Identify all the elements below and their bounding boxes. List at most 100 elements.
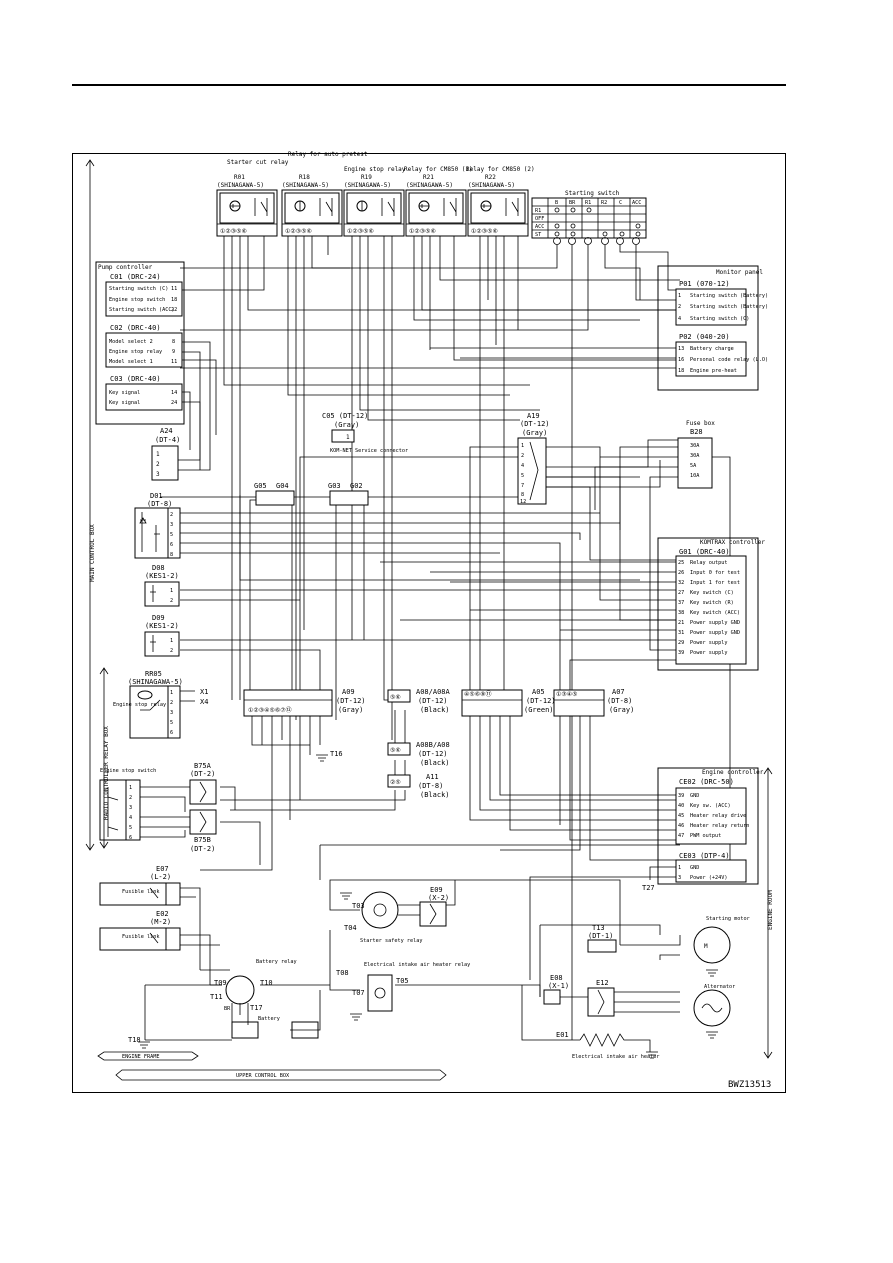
ce02-pin-label: Key sw. (ACC) (690, 803, 731, 809)
a05-color: (Green) (524, 706, 554, 714)
c02-id: C02 (DRC-40) (110, 324, 161, 332)
wire-harness (140, 236, 731, 1052)
diode-d09: D09 (KES1-2) 1 2 (144, 614, 180, 657)
c01-pin-label: Engine stop switch (109, 297, 165, 303)
ground-symbols (138, 754, 718, 1059)
komtrax-pin-label: Input 0 for test (690, 570, 740, 576)
ess-pin: 2 (129, 795, 132, 801)
komtrax-pin-num: 25 (678, 560, 684, 566)
b75b-id: B75B (194, 836, 211, 844)
starting-switch: Starting switch B BR R1 R2 C ACC R1 OFF … (531, 190, 647, 245)
d08-pin: 1 (170, 588, 173, 594)
col-acc: ACC (632, 200, 641, 206)
c02-pin-num: 8 (172, 339, 175, 345)
connector-a19: A19 (DT-12) (Gray) 1 2 4 5 7 8 12 (517, 412, 550, 505)
rr05-pin: 1 (170, 690, 173, 696)
p02-pin-label: Personal code relay (L.O) (690, 357, 768, 363)
fuse: 30A (690, 453, 700, 459)
col-r2: R2 (601, 200, 607, 206)
ce02-id: CE02 (DRC-50) (679, 778, 734, 786)
t10-label: T11 (210, 993, 223, 1001)
a09-pins: ①②③④⑤⑥⑦⑫ (248, 706, 292, 714)
b75a-id: B75A (194, 762, 212, 770)
fuse: 5A (690, 463, 697, 469)
connector-a07: ①③④⑤ A07 (DT-8) (Gray) (553, 688, 634, 717)
relay-r21: Relay for CM850 (1) R21 (SHINAGAWA-5) ①②… (404, 166, 473, 237)
komtrax-pin-label: Key switch (R) (690, 600, 734, 606)
d08-id: D08 (152, 564, 165, 572)
komtrax-pin-num: 27 (678, 590, 684, 596)
ess-pin: 5 (129, 825, 132, 831)
komtrax-pin-label: Key switch (ACC) (690, 610, 740, 616)
monitor-panel: Monitor panel P01 (070-12) 1 2 4 Startin… (657, 265, 768, 391)
relay-pins: ①②③⑤⑥ (409, 228, 436, 235)
komtrax-pin-label: Power supply (690, 640, 727, 646)
col-c: C (619, 200, 622, 206)
pump-controller-title: Pump controller (98, 264, 153, 271)
p02-id: P02 (040-20) (679, 333, 730, 341)
a08-type: (DT-12) (418, 697, 448, 705)
relay-id: R01 (234, 174, 245, 181)
d09-pin: 2 (170, 648, 173, 654)
row-off: OFF (535, 216, 544, 222)
relay-type: (SHINAGAWA-5) (344, 182, 391, 189)
c01-id: C01 (DRC-24) (110, 273, 161, 281)
ce03-pin-label: GND (690, 865, 699, 871)
ess-pin: 6 (129, 835, 132, 841)
ce03-pin-num: 1 (678, 865, 681, 871)
komtrax-pin-label: Relay output (690, 560, 727, 566)
p02-pin-label: Engine pre-heat (690, 368, 737, 374)
relay-id: R18 (299, 174, 310, 181)
col-b: B (555, 200, 558, 206)
ce02-pin-label: Heater relay drive (690, 813, 746, 819)
p01-pin-label: Starting switch (Battery) (690, 293, 768, 299)
d09-type: (KES1-2) (145, 622, 179, 630)
rr05-pin: 3 (170, 710, 173, 716)
starting-motor: Starting motor M (693, 916, 750, 964)
alternator-label: Alternator (704, 984, 735, 990)
relay-r19: Engine stop relay R19 (SHINAGAWA-5) ①②③⑤… (343, 166, 406, 237)
a09-color: (Gray) (338, 706, 363, 714)
engine-controller-title: Engine controller (702, 769, 764, 776)
relay-label: Relay for CM850 (1) (404, 166, 473, 173)
a24-pin: 1 (156, 451, 160, 458)
intake-heater: E01 Electrical intake air heater (556, 1031, 659, 1060)
col-br: BR (569, 200, 576, 206)
a08-color: (Black) (420, 706, 450, 714)
komtrax-pin-num: 26 (678, 570, 684, 576)
a11-color: (Black) (420, 791, 450, 799)
a07-pins: ①③④⑤ (556, 691, 578, 698)
fuse: 10A (690, 473, 700, 479)
relay-r01: Starter cut relay R01 (SHINAGAWA-5) ①②③⑤… (216, 159, 289, 237)
connector-a05: ④⑤⑥⑧⑪ A05 (DT-12) (Green) (461, 688, 556, 717)
t08-label: T09 (214, 979, 227, 987)
relay-label: Starter cut relay (227, 159, 289, 166)
d08-pin: 2 (170, 598, 173, 604)
connector-e09: E09 (X-2) (419, 886, 449, 927)
e02-type: (M-2) (150, 918, 171, 926)
ce02-pin-num: 47 (678, 833, 684, 839)
p02-pin-num: 18 (678, 368, 684, 374)
d09-id: D09 (152, 614, 165, 622)
p01-pin-label: Starting switch (Battery) (690, 304, 768, 310)
relay-pins: ①②③⑤⑥ (285, 228, 312, 235)
a24-pin: 3 (156, 471, 160, 478)
c02-pin-label: Model select 1 (109, 359, 153, 365)
t16-label: T16 (330, 750, 343, 758)
c02-pin-num: 11 (171, 359, 177, 365)
relay-pins: ①②③⑤⑥ (471, 228, 498, 235)
ce03-pin-num: 3 (678, 875, 681, 881)
d01-type: (DT-8) (147, 500, 172, 508)
p02-pin-num: 16 (678, 357, 684, 363)
c03-id: C03 (DRC-40) (110, 375, 161, 383)
fusible-link-e07: E07 (L-2) Fusible link (99, 865, 181, 906)
d01-pin: 6 (170, 542, 173, 548)
c01-pin-num: 22 (171, 307, 177, 313)
rr05-pin: 2 (170, 700, 173, 706)
e07-label: Fusible link (122, 889, 160, 895)
relay-label: Relay for auto pretest (288, 151, 368, 158)
e01-id: E01 (556, 1031, 569, 1039)
komtrax-pin-num: 37 (678, 600, 684, 606)
